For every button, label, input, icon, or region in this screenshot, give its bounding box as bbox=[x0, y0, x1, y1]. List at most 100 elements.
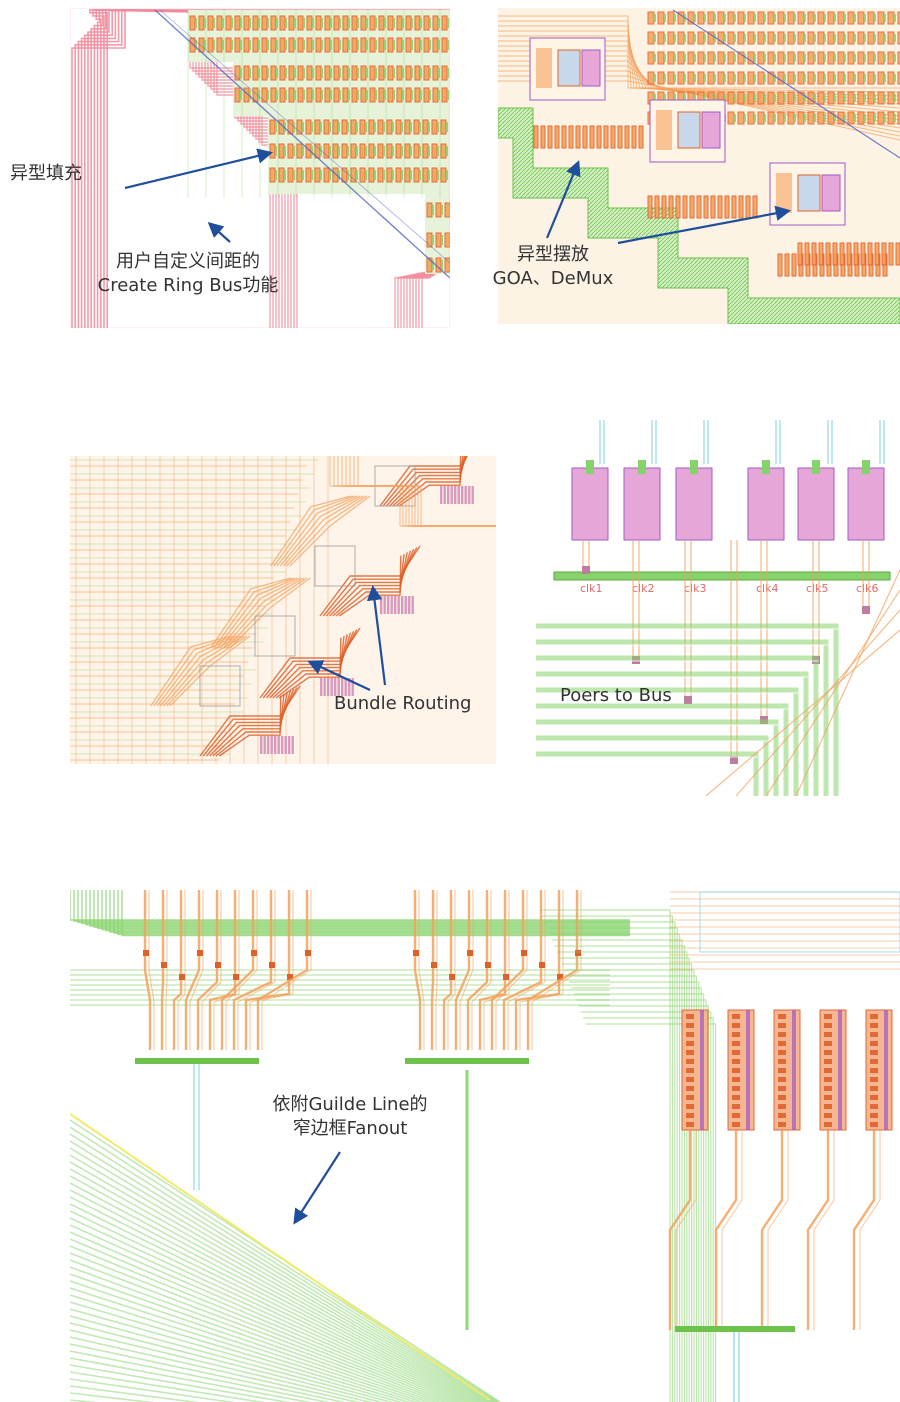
fanout-via bbox=[503, 974, 509, 980]
goa-cell bbox=[686, 1041, 694, 1046]
cell-via bbox=[834, 94, 836, 102]
diagonal-trace bbox=[795, 569, 900, 796]
pin-pad bbox=[468, 486, 471, 504]
cell-via bbox=[754, 34, 756, 42]
cell-via bbox=[854, 114, 856, 122]
cell-via bbox=[374, 146, 376, 156]
cell-pad bbox=[767, 51, 775, 65]
demux-pad bbox=[839, 242, 845, 266]
demux-pad bbox=[554, 125, 560, 149]
cell-pad bbox=[817, 111, 825, 125]
demux-pad bbox=[631, 125, 637, 149]
cell-pad bbox=[405, 65, 412, 81]
cell-via bbox=[375, 68, 377, 78]
cell-pad bbox=[422, 167, 429, 183]
cell-via bbox=[321, 18, 323, 28]
bus-line bbox=[561, 963, 693, 1402]
cell-pad bbox=[727, 71, 735, 85]
cell-pad bbox=[717, 51, 725, 65]
demux-pad bbox=[791, 253, 797, 277]
fanout-route bbox=[418, 890, 425, 1050]
fanout-layout-drawing bbox=[70, 890, 900, 1402]
cell-via bbox=[284, 146, 286, 156]
goa-cell bbox=[870, 1023, 878, 1028]
goa-cell bbox=[870, 1032, 878, 1037]
diagonal-fanout bbox=[70, 1350, 331, 1402]
cell-pad bbox=[817, 91, 825, 105]
guide-line bbox=[159, 9, 450, 264]
guide-line bbox=[672, 9, 900, 159]
cell-pad bbox=[297, 65, 304, 81]
cell-via bbox=[285, 90, 287, 100]
bus-line bbox=[117, 890, 630, 936]
bus-line bbox=[536, 639, 829, 796]
goa-cell bbox=[677, 111, 701, 149]
fanout-route bbox=[490, 890, 525, 1050]
fanout-via bbox=[485, 962, 491, 968]
fanout-route bbox=[852, 1130, 876, 1330]
cell-via bbox=[303, 18, 305, 28]
goa-column bbox=[819, 1009, 847, 1131]
cell-via bbox=[834, 54, 836, 62]
cell-via bbox=[384, 90, 386, 100]
cell-pad bbox=[243, 15, 250, 31]
cell-pad bbox=[737, 11, 745, 25]
cell-via bbox=[402, 68, 404, 78]
demux-pad bbox=[752, 195, 758, 219]
goa-cell bbox=[732, 1122, 740, 1127]
cell-via bbox=[804, 114, 806, 122]
fanout-route bbox=[471, 890, 492, 1050]
demux-pad bbox=[654, 195, 660, 219]
cell-pad bbox=[787, 71, 795, 85]
cell-via bbox=[348, 68, 350, 78]
bus-line bbox=[573, 993, 705, 1402]
cell-frame bbox=[699, 891, 900, 953]
cell-via bbox=[754, 14, 756, 22]
cell-via bbox=[824, 114, 826, 122]
cell-via bbox=[347, 122, 349, 132]
cell-via bbox=[348, 18, 350, 28]
demux-pad bbox=[846, 242, 852, 266]
goa-column-strip bbox=[838, 1010, 842, 1130]
cell-via bbox=[744, 114, 746, 122]
demux-pad bbox=[717, 195, 723, 219]
label-irregular-place: 异型摆放 GOA、DeMux bbox=[478, 243, 628, 291]
cell-pad bbox=[444, 257, 450, 273]
cell-pad bbox=[278, 143, 285, 159]
cell-pad bbox=[797, 31, 805, 45]
label-irregular-place-line2: GOA、DeMux bbox=[492, 268, 614, 289]
cell-pad bbox=[315, 65, 322, 81]
demux-pad bbox=[696, 195, 702, 219]
cell-via bbox=[824, 34, 826, 42]
cell-pad bbox=[278, 167, 285, 183]
pin-pad bbox=[281, 736, 284, 754]
goa-cell bbox=[778, 1014, 786, 1019]
cell-via bbox=[348, 40, 350, 50]
label-ring-bus-line1: 用户自定义间距的 bbox=[116, 251, 260, 272]
bundle-route bbox=[215, 693, 285, 757]
cell-via bbox=[419, 170, 421, 180]
cell-pad bbox=[707, 51, 715, 65]
cell-pad bbox=[887, 111, 895, 125]
cell-via bbox=[339, 18, 341, 28]
fanout-route bbox=[148, 890, 155, 1050]
cell-via bbox=[285, 40, 287, 50]
cell-via bbox=[240, 90, 242, 100]
fanout-route bbox=[502, 890, 543, 1050]
fanout-route bbox=[256, 890, 309, 1050]
demux-pad bbox=[675, 195, 681, 219]
pin-pad bbox=[383, 596, 386, 614]
cell-pad bbox=[378, 87, 385, 103]
cell-via bbox=[356, 170, 358, 180]
cell-via bbox=[311, 170, 313, 180]
cell-via bbox=[446, 170, 448, 180]
cell-pad bbox=[413, 119, 420, 135]
bus-line bbox=[81, 890, 630, 925]
cell-pad bbox=[867, 11, 875, 25]
bus-line bbox=[564, 969, 695, 1402]
cell-via bbox=[804, 74, 806, 82]
bus-line bbox=[578, 1005, 710, 1402]
cell-pad bbox=[306, 65, 313, 81]
cell-pad bbox=[431, 119, 438, 135]
cell-pad bbox=[767, 111, 775, 125]
